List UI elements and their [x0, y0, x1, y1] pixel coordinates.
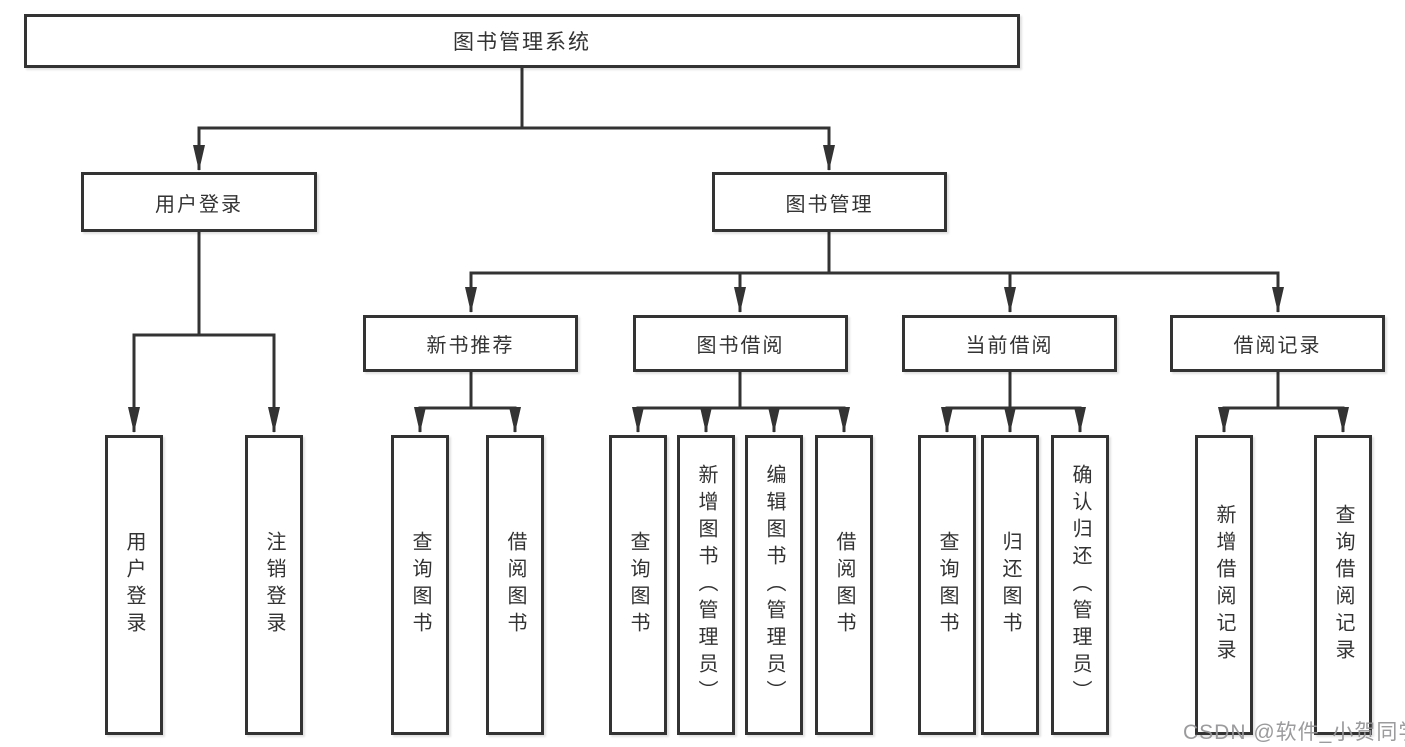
leaf-query-books-current: 查询图书 [918, 435, 976, 735]
leaf-confirm-return-admin: 确认归还（管理员） [1051, 435, 1109, 735]
leaf-confirm-return-admin-label: 确认归还（管理员） [1069, 463, 1091, 707]
leaf-return-books-label: 归还图书 [999, 531, 1021, 639]
leaf-logout-label: 注销登录 [263, 531, 285, 639]
leaf-query-books-current-label: 查询图书 [936, 531, 958, 639]
watermark: CSDN @软件_小贺同学 [1183, 721, 1405, 744]
leaf-query-borrow-record: 查询借阅记录 [1314, 435, 1372, 735]
leaf-borrow-books-recommend-label: 借阅图书 [504, 531, 526, 639]
leaf-edit-book-admin: 编辑图书（管理员） [745, 435, 803, 735]
leaf-borrow-books-borrowing-label: 借阅图书 [833, 531, 855, 639]
leaf-query-books-borrowing-label: 查询图书 [627, 531, 649, 639]
leaf-query-borrow-record-label: 查询借阅记录 [1332, 504, 1354, 666]
leaf-user-login-label: 用户登录 [123, 531, 145, 639]
leaf-query-books-recommend-label: 查询图书 [409, 531, 431, 639]
node-book-management-system: 图书管理系统 [24, 14, 1020, 68]
leaf-query-books-borrowing: 查询图书 [609, 435, 667, 735]
leaf-logout: 注销登录 [245, 435, 303, 735]
leaf-edit-book-admin-label: 编辑图书（管理员） [763, 463, 785, 707]
leaf-add-book-admin-label: 新增图书（管理员） [695, 463, 717, 707]
leaf-query-books-recommend: 查询图书 [391, 435, 449, 735]
leaf-borrow-books-recommend: 借阅图书 [486, 435, 544, 735]
node-book-management: 图书管理 [712, 172, 947, 232]
node-current-borrowing: 当前借阅 [902, 315, 1117, 372]
leaf-user-login: 用户登录 [105, 435, 163, 735]
leaf-add-borrow-record-label: 新增借阅记录 [1213, 504, 1235, 666]
leaf-borrow-books-borrowing: 借阅图书 [815, 435, 873, 735]
node-user-login: 用户登录 [81, 172, 317, 232]
leaf-add-book-admin: 新增图书（管理员） [677, 435, 735, 735]
leaf-return-books: 归还图书 [981, 435, 1039, 735]
node-new-book-recommendation: 新书推荐 [363, 315, 578, 372]
node-borrowing-records: 借阅记录 [1170, 315, 1385, 372]
leaf-add-borrow-record: 新增借阅记录 [1195, 435, 1253, 735]
node-book-borrowing: 图书借阅 [633, 315, 848, 372]
